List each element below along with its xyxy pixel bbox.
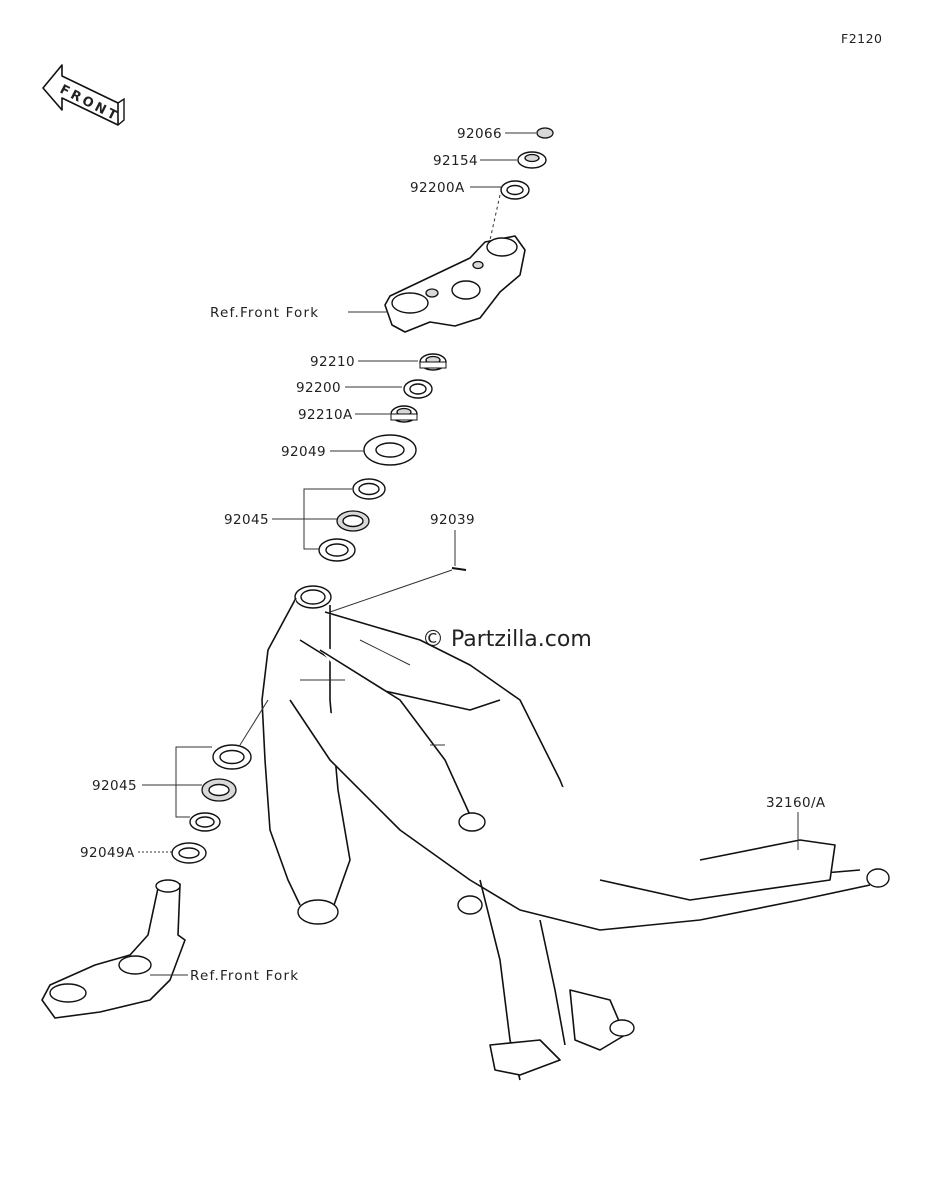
part-seal-92049A [171,842,207,864]
figure-code: F2120 [841,31,883,46]
part-bearing-set-lower [189,699,269,832]
part-nut-92210A [390,405,418,423]
callout-92200A: 92200A [410,180,465,196]
callout-92049: 92049 [281,444,326,460]
part-main-frame [261,585,890,1081]
part-seal-92049 [363,434,417,466]
watermark: © Partzilla.com [422,627,592,652]
part-nut-92210 [419,353,447,371]
part-pin-92039 [329,530,467,613]
front-arrow-icon: FRONT [42,64,125,126]
callout-92200: 92200 [296,380,341,396]
callout-92154: 92154 [433,153,478,169]
part-lower-bracket [41,879,186,1019]
callout-ref-front-fork-lower: Ref.Front Fork [190,968,299,984]
callout-92049A: 92049A [80,845,135,861]
callout-92045-upper: 92045 [224,512,269,528]
callout-ref-front-fork-upper: Ref.Front Fork [210,305,319,321]
callout-92210: 92210 [310,354,355,370]
part-upper-bracket [384,194,526,333]
callout-92210A: 92210A [298,407,353,423]
part-bolt-92154 [517,151,547,169]
part-bearing-set-upper [318,478,386,562]
callout-32160A: 32160/A [766,795,826,811]
part-washer-92200 [403,379,433,399]
callout-92039: 92039 [430,512,475,528]
part-washer-92200A [500,180,530,200]
callout-92066: 92066 [457,126,502,142]
callout-92045-lower: 92045 [92,778,137,794]
part-cap-92066 [536,127,554,139]
